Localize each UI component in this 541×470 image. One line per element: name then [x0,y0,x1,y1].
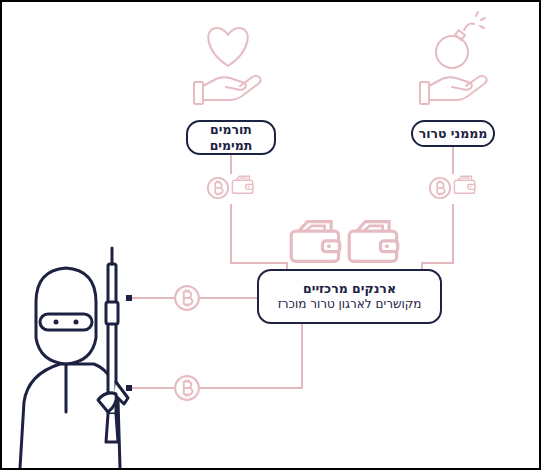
wallet-box: ארנקים מרכזייםמקושרים לארגון טרור מוכרז [257,269,442,324]
node-body: מקושרים לארגון טרור מוכרז [278,297,422,313]
funding-line [422,147,453,269]
financer-icon [420,12,487,104]
line-end-mark [126,295,132,391]
node-heading: תורמים תמימים [188,122,274,153]
node-heading: ארנקים מרכזיים [303,281,396,297]
source-pill: מממני טרור [411,120,495,147]
source-pill: תורמים תמימים [186,120,276,155]
donor-icon [194,28,261,104]
operative-figure [20,248,128,468]
central-wallet-icon [291,222,397,262]
crypto-transfer-icon [426,174,476,204]
payout-coin [175,286,199,400]
node-heading: מממני טרור [419,126,488,142]
crypto-transfer-icon [204,174,254,204]
funding-line [231,155,287,269]
